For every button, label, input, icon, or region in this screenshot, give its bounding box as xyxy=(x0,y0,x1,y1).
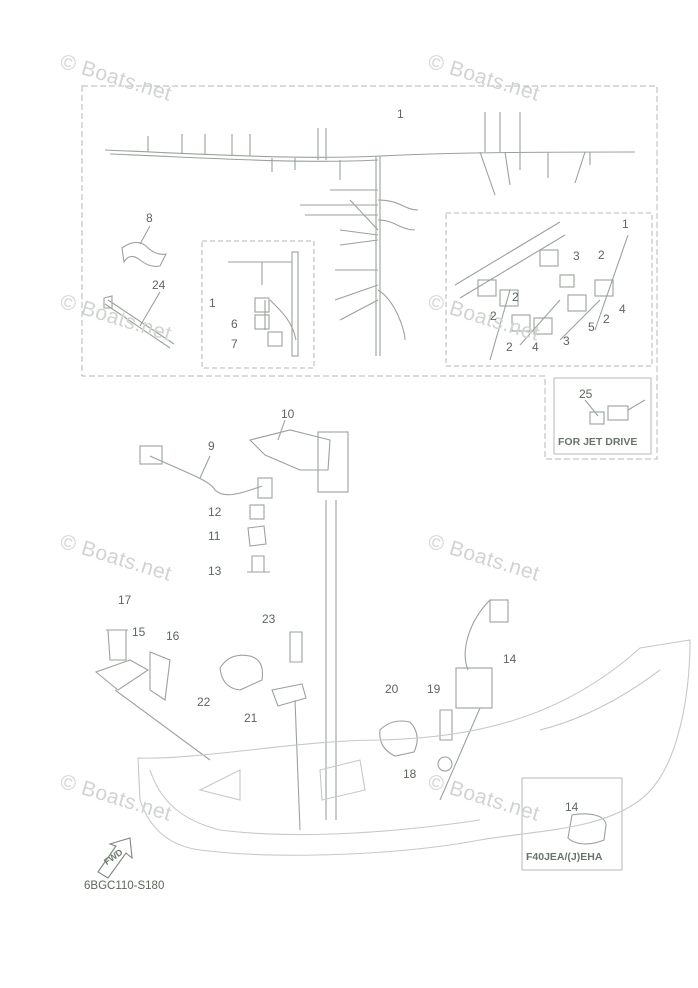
callout-2: 2 xyxy=(598,248,605,262)
callout-21: 21 xyxy=(244,711,258,725)
callout-20: 20 xyxy=(385,682,399,696)
callout-1: 1 xyxy=(622,217,629,231)
callout-3: 3 xyxy=(563,334,570,348)
callout-2: 2 xyxy=(603,312,610,326)
callout-2: 2 xyxy=(506,340,513,354)
callout-2: 2 xyxy=(490,309,497,323)
callout-14: 14 xyxy=(503,652,517,666)
callout-11: 11 xyxy=(208,529,221,543)
part-16 xyxy=(149,651,171,701)
rectifier-14 xyxy=(455,667,493,709)
bracket-22 xyxy=(219,654,264,691)
connector-14 xyxy=(464,599,491,671)
callout-25: 25 xyxy=(579,387,593,401)
callout-12: 12 xyxy=(208,505,222,519)
variant-box xyxy=(521,777,623,871)
wire-harness-trunk xyxy=(104,149,636,158)
callout-8: 8 xyxy=(146,211,153,225)
callout-24: 24 xyxy=(152,278,166,292)
callout-13: 13 xyxy=(208,564,222,578)
jet-drive-box xyxy=(553,377,652,455)
callout-7: 7 xyxy=(231,337,238,351)
connector-subgroup-box xyxy=(445,212,653,367)
callout-6: 6 xyxy=(231,317,238,331)
callout-15: 15 xyxy=(132,625,146,639)
callout-10: 10 xyxy=(281,407,295,421)
callout-14: 14 xyxy=(565,800,579,814)
fwd-arrow-icon xyxy=(97,837,133,879)
callout-9: 9 xyxy=(208,439,215,453)
callout-23: 23 xyxy=(262,612,276,626)
clip-8 xyxy=(121,241,167,267)
harness-group-box xyxy=(81,85,658,460)
callout-5: 5 xyxy=(588,320,595,334)
plate-15 xyxy=(94,659,150,691)
cable-tie-24 xyxy=(103,295,175,349)
coil-10 xyxy=(317,431,349,493)
callout-18: 18 xyxy=(403,767,417,781)
diagram-code: 6BGC110-S180 xyxy=(84,880,165,892)
variant-title: F40JEA/(J)EHA xyxy=(526,851,603,863)
lead-wire-9 xyxy=(149,455,263,496)
callout-19: 19 xyxy=(427,682,441,696)
callout-1: 1 xyxy=(397,107,404,121)
callout-17: 17 xyxy=(118,593,132,607)
sensor-subgroup-box xyxy=(201,240,315,369)
callout-3: 3 xyxy=(573,249,580,263)
plate-21 xyxy=(271,683,307,707)
bracket-10 xyxy=(248,429,331,471)
callout-1: 1 xyxy=(209,296,216,310)
callout-4: 4 xyxy=(532,340,539,354)
callout-2: 2 xyxy=(512,290,519,304)
jet-drive-title: FOR JET DRIVE xyxy=(558,436,638,448)
callout-16: 16 xyxy=(166,629,180,643)
lower-cowling xyxy=(137,639,691,856)
callout-4: 4 xyxy=(619,302,626,316)
callout-22: 22 xyxy=(197,695,211,709)
